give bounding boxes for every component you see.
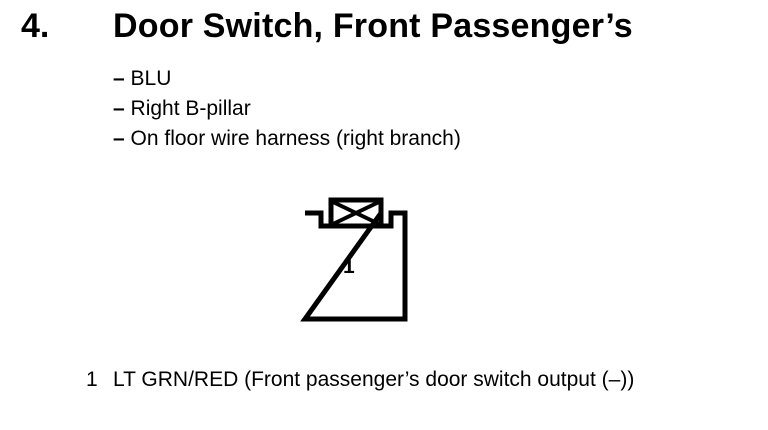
dash: –	[113, 127, 125, 150]
pin-legend-row: 1 LT GRN/RED (Front passenger’s door swit…	[86, 369, 634, 390]
page-title: Door Switch, Front Passenger’s	[113, 7, 633, 45]
connector-latch	[328, 197, 384, 229]
heading-number: 4.	[21, 7, 50, 45]
dash: –	[113, 67, 125, 90]
latch-cross-b	[332, 200, 380, 226]
pin-number: 1	[86, 368, 98, 391]
detail-color: – BLU	[113, 64, 461, 94]
detail-text: On floor wire harness (right branch)	[124, 127, 461, 150]
detail-location: – Right B-pillar	[113, 94, 461, 124]
pin-description: LT GRN/RED (Front passenger’s door switc…	[113, 368, 635, 391]
detail-text: Right B-pillar	[124, 97, 251, 120]
detail-text: BLU	[124, 67, 172, 90]
connector-housing	[300, 205, 408, 322]
connector-pin-label: 1	[343, 255, 355, 278]
detail-harness: – On floor wire harness (right branch)	[113, 124, 461, 154]
detail-list: – BLU – Right B-pillar – On floor wire h…	[113, 64, 461, 154]
dash: –	[113, 97, 125, 120]
